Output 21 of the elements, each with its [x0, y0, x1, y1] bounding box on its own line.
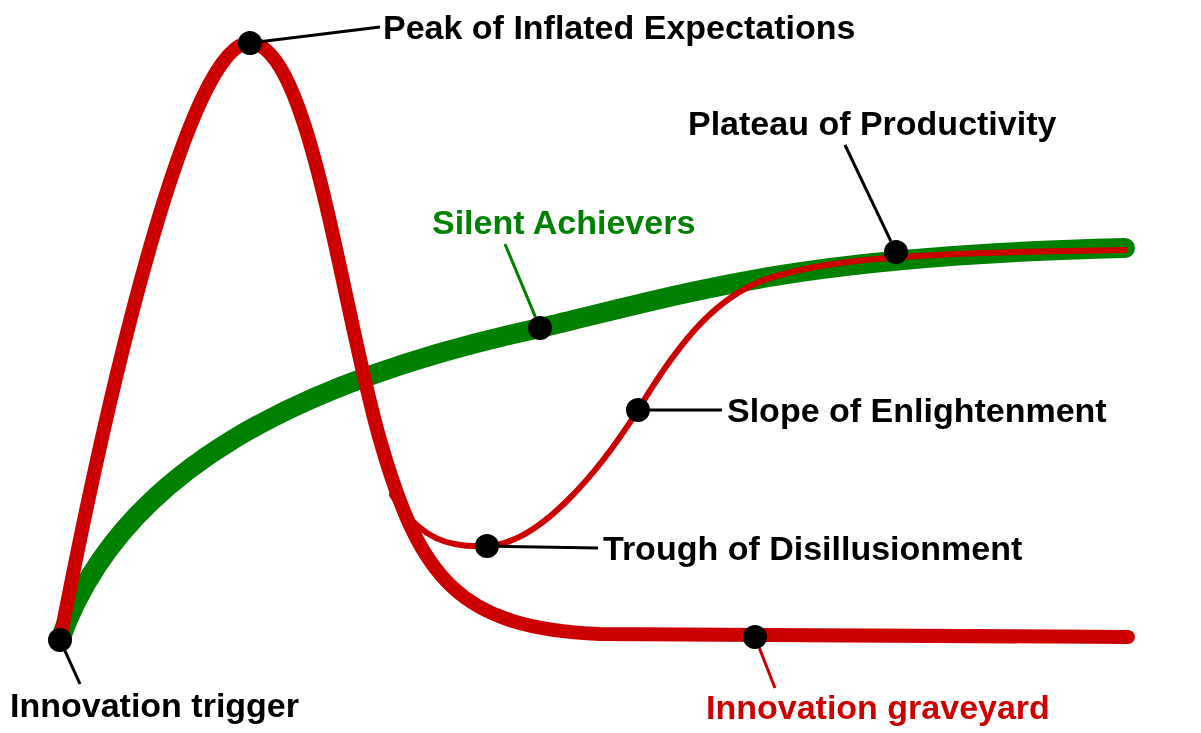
leader-line — [843, 144, 893, 242]
phase-label: Innovation trigger — [10, 685, 299, 725]
leader-line — [63, 650, 82, 685]
leader-line — [498, 544, 599, 550]
point-marker — [743, 625, 767, 649]
phase-label: Peak of Inflated Expectations — [383, 7, 856, 47]
leader-line — [650, 408, 722, 412]
point-marker — [48, 628, 72, 652]
point-marker — [475, 534, 499, 558]
point-marker — [528, 316, 552, 340]
phase-label: Innovation graveyard — [706, 687, 1050, 727]
phase-label: Slope of Enlightenment — [727, 390, 1107, 430]
point-marker — [884, 240, 908, 264]
leader-line — [261, 25, 381, 43]
point-marker — [238, 31, 262, 55]
point-marker — [626, 398, 650, 422]
phase-label: Silent Achievers — [432, 202, 696, 242]
phase-label: Trough of Disillusionment — [603, 528, 1023, 568]
phase-label: Plateau of Productivity — [688, 103, 1057, 143]
leader-line — [758, 647, 777, 689]
leader-line — [503, 243, 537, 318]
